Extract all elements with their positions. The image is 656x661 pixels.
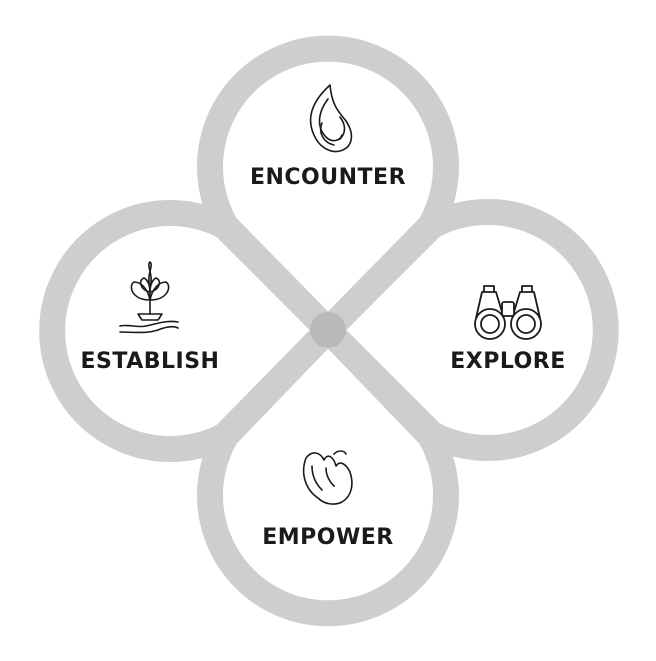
label-explore: EXPLORE [450, 349, 566, 374]
dove-icon [302, 450, 353, 505]
label-empower: EMPOWER [262, 525, 393, 550]
binoculars-icon [474, 285, 542, 340]
paper-texture [39, 35, 619, 627]
label-encounter: ENCOUNTER [250, 165, 406, 190]
sprout-in-hand-icon [119, 261, 179, 334]
label-establish: ESTABLISH [81, 349, 220, 374]
flame-icon [309, 84, 353, 153]
